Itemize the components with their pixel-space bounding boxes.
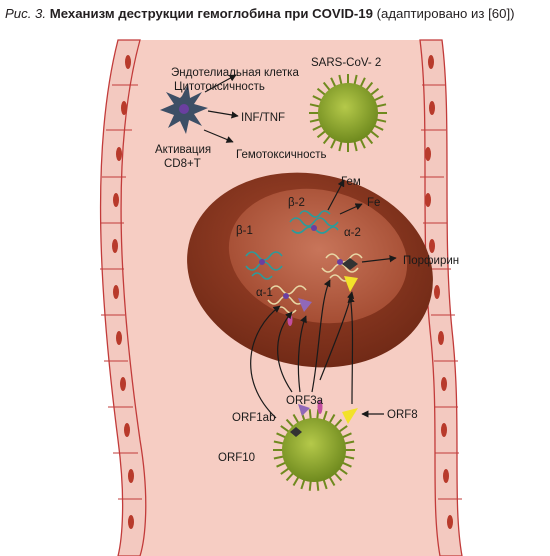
label-heme: Гем: [341, 176, 361, 188]
label-orf1ab: ORF1ab: [232, 412, 275, 424]
arrow-orf8: [347, 295, 355, 405]
sars-cov-2-virus-top: [309, 74, 387, 152]
label-fe: Fe: [367, 197, 380, 209]
label-beta1: β-1: [236, 225, 253, 237]
hemoglobin: [245, 210, 363, 326]
right-endothelial-wall: [419, 39, 463, 556]
arrow-to-fe: [339, 203, 363, 215]
label-cd8t: CD8+T: [164, 158, 201, 170]
orf8-binding-triangle: [344, 276, 358, 292]
left-endothelial-wall: [99, 39, 147, 556]
label-inf-tnf: INF/TNF: [241, 112, 285, 124]
label-cytotoxicity: Цитотоксичность: [174, 81, 265, 93]
virus-bottom-body: [282, 418, 346, 482]
heme-groups: [259, 225, 343, 299]
arrow-orf1ab: [250, 305, 281, 419]
label-sars-cov-2: SARS-CoV- 2: [311, 57, 381, 69]
figure-caption: Рис. 3. Механизм деструкции гемоглобина …: [5, 5, 545, 23]
arrow-orf3a-3: [311, 279, 331, 393]
label-hemotoxicity: Гемотоксичность: [236, 149, 327, 161]
virus-top-body: [318, 83, 378, 143]
orf1ab-protein-pink: [317, 400, 323, 414]
arrows: [203, 74, 397, 419]
figure-source-note: (адаптировано из [60]): [376, 6, 515, 21]
label-beta2: β-2: [288, 197, 305, 209]
t-cell: [160, 84, 208, 134]
figure-title: Механизм деструкции гемоглобина при COVI…: [49, 6, 373, 21]
arrow-to-endothelial: [204, 74, 237, 93]
orf-proteins: [290, 400, 358, 437]
label-orf8: ORF8: [387, 409, 418, 421]
arrow-orf3a-1: [277, 311, 293, 393]
arrow-orf10: [319, 291, 355, 381]
left-cell-nuclei: [112, 55, 134, 529]
arrow-to-inf-tnf: [207, 110, 239, 119]
label-orf10: ORF10: [218, 452, 255, 464]
porphyrin-diamond: [342, 258, 358, 270]
orf3a-binding-shape: [298, 298, 312, 312]
orf3a-protein: [298, 404, 310, 416]
orf8-protein: [342, 408, 358, 424]
label-activation: Активация: [155, 144, 211, 156]
figure-number: Рис. 3.: [5, 6, 47, 21]
label-endothelial-cell: Эндотелиальная клетка: [171, 67, 299, 79]
arrow-to-hemotoxicity: [203, 129, 234, 143]
arrow-to-porphyrin: [361, 255, 397, 263]
label-porphyrin: Порфирин: [403, 255, 459, 267]
label-orf3a: ORF3a: [286, 395, 324, 407]
rbc-inner: [228, 188, 408, 324]
orf10-diamond: [290, 427, 302, 437]
label-alpha2: α-2: [344, 227, 361, 239]
right-cell-nuclei: [425, 55, 453, 529]
label-alpha1: α-1: [256, 287, 273, 299]
arrow-to-heme: [327, 179, 345, 211]
red-blood-cell: [187, 172, 433, 368]
t-cell-nucleus: [179, 104, 189, 114]
arrow-orf3a-2: [297, 315, 307, 393]
labels: Эндотелиальная клетка Цитотоксичность SA…: [155, 57, 459, 464]
